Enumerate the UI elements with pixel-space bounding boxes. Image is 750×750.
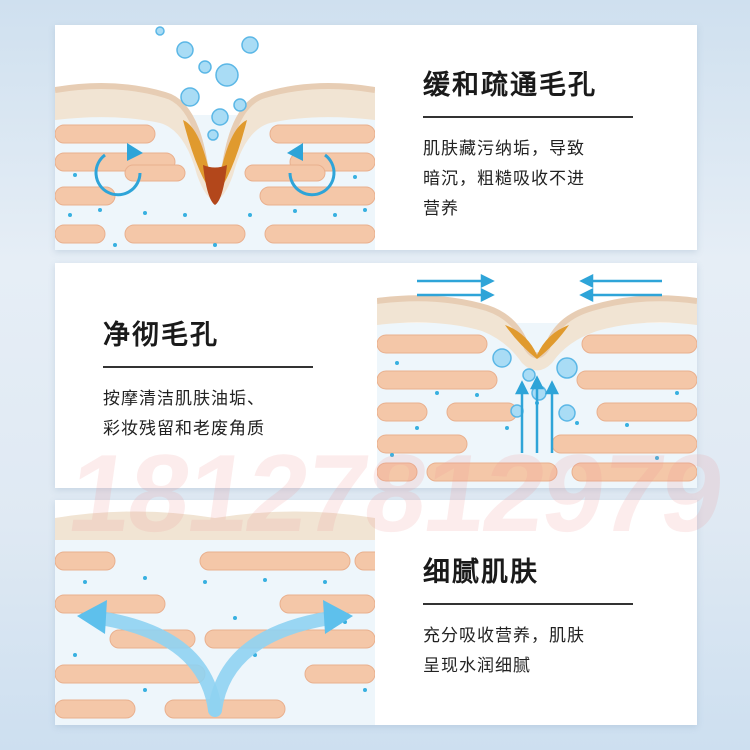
smooth-skin-illustration [55, 500, 375, 725]
section-title: 净彻毛孔 [103, 313, 313, 368]
description-line: 暗沉，粗糙吸收不进 [423, 169, 585, 189]
pore-clogged-illustration [55, 25, 375, 250]
section-description: 肌肤藏污纳垢，导致 暗沉，粗糙吸收不进 营养 [423, 134, 693, 224]
section-text: 缓和疏通毛孔 肌肤藏污纳垢，导致 暗沉，粗糙吸收不进 营养 [423, 63, 693, 224]
description-line: 营养 [423, 199, 459, 219]
description-line: 肌肤藏污纳垢，导致 [423, 139, 585, 159]
description-line: 充分吸收营养，肌肤 [423, 626, 585, 646]
description-line: 彩妆残留和老废角质 [103, 419, 265, 439]
section-description: 充分吸收营养，肌肤 呈现水润细腻 [423, 621, 693, 681]
section-title: 细腻肌肤 [423, 550, 633, 605]
section-deep-clean: 净彻毛孔 按摩清洁肌肤油垢、 彩妆残留和老废角质 [55, 263, 697, 488]
section-pore-unclog: 缓和疏通毛孔 肌肤藏污纳垢，导致 暗沉，粗糙吸收不进 营养 [55, 25, 697, 250]
description-line: 呈现水润细腻 [423, 656, 531, 676]
section-smooth-skin: 细腻肌肤 充分吸收营养，肌肤 呈现水润细腻 [55, 500, 697, 725]
description-line: 按摩清洁肌肤油垢、 [103, 389, 265, 409]
section-text: 细腻肌肤 充分吸收营养，肌肤 呈现水润细腻 [423, 550, 693, 681]
pore-cleaning-illustration [377, 263, 697, 488]
section-title: 缓和疏通毛孔 [423, 63, 633, 118]
section-text: 净彻毛孔 按摩清洁肌肤油垢、 彩妆残留和老废角质 [103, 313, 373, 444]
section-description: 按摩清洁肌肤油垢、 彩妆残留和老废角质 [103, 384, 373, 444]
